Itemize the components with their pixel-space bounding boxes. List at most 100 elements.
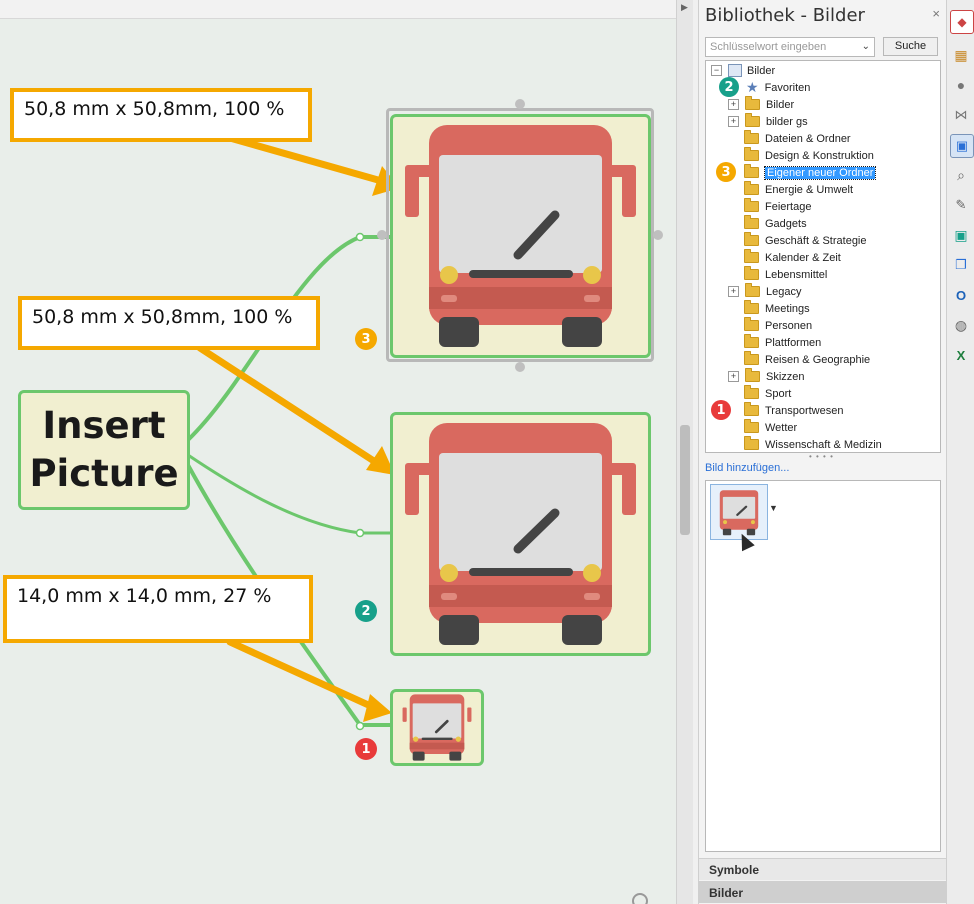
picture-topic-small[interactable] <box>390 689 484 766</box>
tree-item-wissenschaft-medizin[interactable]: Wissenschaft & Medizin <box>744 436 882 452</box>
tree-item-wetter[interactable]: Wetter <box>744 419 797 436</box>
splitter-grip[interactable]: • • • • <box>809 452 834 461</box>
tree-item-favoriten[interactable]: ★ Favoriten <box>746 79 811 95</box>
tree-item-plattformen[interactable]: Plattformen <box>744 334 821 351</box>
panel-title: Bibliothek - Bilder <box>705 5 865 26</box>
search-placeholder: Schlüsselwort eingeben <box>710 41 827 53</box>
picture-topic-large-1[interactable] <box>390 114 651 358</box>
callout-text: 50,8 mm x 50,8mm, 100 % <box>32 306 293 328</box>
picture-topic-large-2[interactable] <box>390 412 651 656</box>
picture-gallery[interactable]: ▼ <box>705 480 941 852</box>
folder-icon <box>745 283 760 297</box>
tree-item-sport[interactable]: Sport <box>744 385 791 402</box>
tab-bilder[interactable]: Bilder <box>699 881 946 903</box>
tab-symbole[interactable]: Symbole <box>699 858 946 880</box>
zoom-icon[interactable] <box>632 893 648 904</box>
selection-frame[interactable] <box>386 108 654 362</box>
person-icon[interactable]: ● <box>956 77 966 93</box>
library-panel: Bibliothek - Bilder × Schlüsselwort eing… <box>698 0 946 904</box>
tree-item-kalender-zeit[interactable]: Kalender & Zeit <box>744 249 841 266</box>
globe-icon[interactable]: ◍ <box>954 316 968 333</box>
connector-dot <box>355 721 365 731</box>
folder-icon <box>745 96 760 110</box>
topic-badge-2: 2 <box>355 600 377 622</box>
connector-dot <box>355 528 365 538</box>
library-icon[interactable]: ▣ <box>950 134 974 158</box>
tree-item-legacy[interactable]: + Legacy <box>728 283 801 300</box>
star-icon: ★ <box>746 79 759 95</box>
tree-item-skizzen[interactable]: + Skizzen <box>728 368 805 385</box>
folder-icon <box>744 130 759 144</box>
folder-icon <box>744 249 759 263</box>
tree-item-geschaeft-strategie[interactable]: Geschäft & Strategie <box>744 232 867 249</box>
bus-picture <box>402 694 472 761</box>
tree-item-dateien-ordner[interactable]: Dateien & Ordner <box>744 130 851 147</box>
expand-icon[interactable]: + <box>728 286 739 297</box>
resize-handle-top[interactable] <box>515 99 525 109</box>
map-overview-icon[interactable]: ▣ <box>954 226 968 243</box>
folder-icon <box>744 402 759 416</box>
bus-picture <box>405 423 636 645</box>
folder-icon <box>744 266 759 280</box>
folder-icon <box>745 113 760 127</box>
tree-item-design-konstruktion[interactable]: Design & Konstruktion <box>744 147 874 164</box>
tree-item-meetings[interactable]: Meetings <box>744 300 810 317</box>
callout-text: 14,0 mm x 14,0 mm, 27 % <box>17 585 272 607</box>
folder-icon <box>744 351 759 365</box>
resize-handle-left[interactable] <box>377 230 387 240</box>
resize-handle-bottom[interactable] <box>515 362 525 372</box>
folder-icon <box>744 436 759 450</box>
folder-icon <box>744 147 759 161</box>
tree-item-eigener-neuer-ordner[interactable]: Eigener neuer Ordner <box>744 164 877 181</box>
excel-icon[interactable]: X <box>956 347 966 363</box>
tree-item-bilder[interactable]: + Bilder <box>728 96 794 113</box>
scroll-up-arrow-icon[interactable]: ▶ <box>681 2 688 12</box>
canvas-scrollbar[interactable]: ▶ <box>676 0 693 904</box>
open-folder-icon <box>744 164 759 178</box>
add-picture-link[interactable]: Bild hinzufügen... <box>705 462 790 474</box>
folder-icon <box>744 181 759 195</box>
bus-thumbnail-icon <box>719 490 759 536</box>
expand-icon[interactable]: + <box>728 99 739 110</box>
collapse-icon[interactable]: − <box>711 65 722 76</box>
outlook-icon[interactable]: O <box>955 287 967 303</box>
callout-text: 50,8 mm x 50,8mm, 100 % <box>24 98 285 120</box>
tree-item-transportwesen[interactable]: Transportwesen <box>744 402 843 419</box>
library-tree[interactable]: − Bilder ★ Favoriten + Bilder + bilder g… <box>705 60 941 453</box>
tree-item-reisen-geographie[interactable]: Reisen & Geographie <box>744 351 870 368</box>
tree-item-lebensmittel[interactable]: Lebensmittel <box>744 266 827 283</box>
tree-item-feiertage[interactable]: Feiertage <box>744 198 811 215</box>
format-icon[interactable]: ✎ <box>955 197 967 212</box>
callout-size-top: 50,8 mm x 50,8mm, 100 % <box>10 88 312 142</box>
close-icon[interactable]: × <box>932 6 940 21</box>
tree-item-gadgets[interactable]: Gadgets <box>744 215 807 232</box>
search-icon[interactable]: ⌕ <box>957 166 965 183</box>
root-topic-insert-picture[interactable]: Insert Picture <box>18 390 190 510</box>
resize-handle-right[interactable] <box>653 230 663 240</box>
thumbnail-menu-arrow-icon[interactable]: ▼ <box>769 503 778 513</box>
task-icon[interactable]: ◆ <box>950 10 974 34</box>
folder-icon <box>744 198 759 212</box>
keyword-search-input[interactable]: Schlüsselwort eingeben ⌄ <box>705 37 875 57</box>
expand-icon[interactable]: + <box>728 371 739 382</box>
tree-item-bilder-gs[interactable]: + bilder gs <box>728 113 808 130</box>
relationship-icon[interactable]: ⋈ <box>954 107 968 122</box>
tree-item-energie-umwelt[interactable]: Energie & Umwelt <box>744 181 853 198</box>
search-button[interactable]: Suche <box>883 37 938 56</box>
tree-root-bilder[interactable]: − Bilder <box>711 62 775 79</box>
tree-badge-3: 3 <box>716 162 736 182</box>
tree-item-personen[interactable]: Personen <box>744 317 812 334</box>
folder-icon <box>744 419 759 433</box>
expand-icon[interactable]: + <box>728 116 739 127</box>
folder-icon <box>745 368 760 382</box>
callout-size-bottom: 14,0 mm x 14,0 mm, 27 % <box>3 575 313 643</box>
branch-line-middle <box>187 453 390 535</box>
topic-badge-1: 1 <box>355 738 377 760</box>
scrollbar-thumb[interactable] <box>680 425 690 535</box>
gallery-thumbnail-bus[interactable] <box>710 484 768 540</box>
copy-icon[interactable]: ❐ <box>955 257 967 272</box>
chevron-down-icon[interactable]: ⌄ <box>861 41 870 52</box>
bus-picture <box>405 125 636 347</box>
calendar-icon[interactable]: ▦ <box>954 46 968 63</box>
mindmap-canvas[interactable]: Insert Picture 50,8 mm x 50,8mm, 100 % 5… <box>0 0 676 904</box>
